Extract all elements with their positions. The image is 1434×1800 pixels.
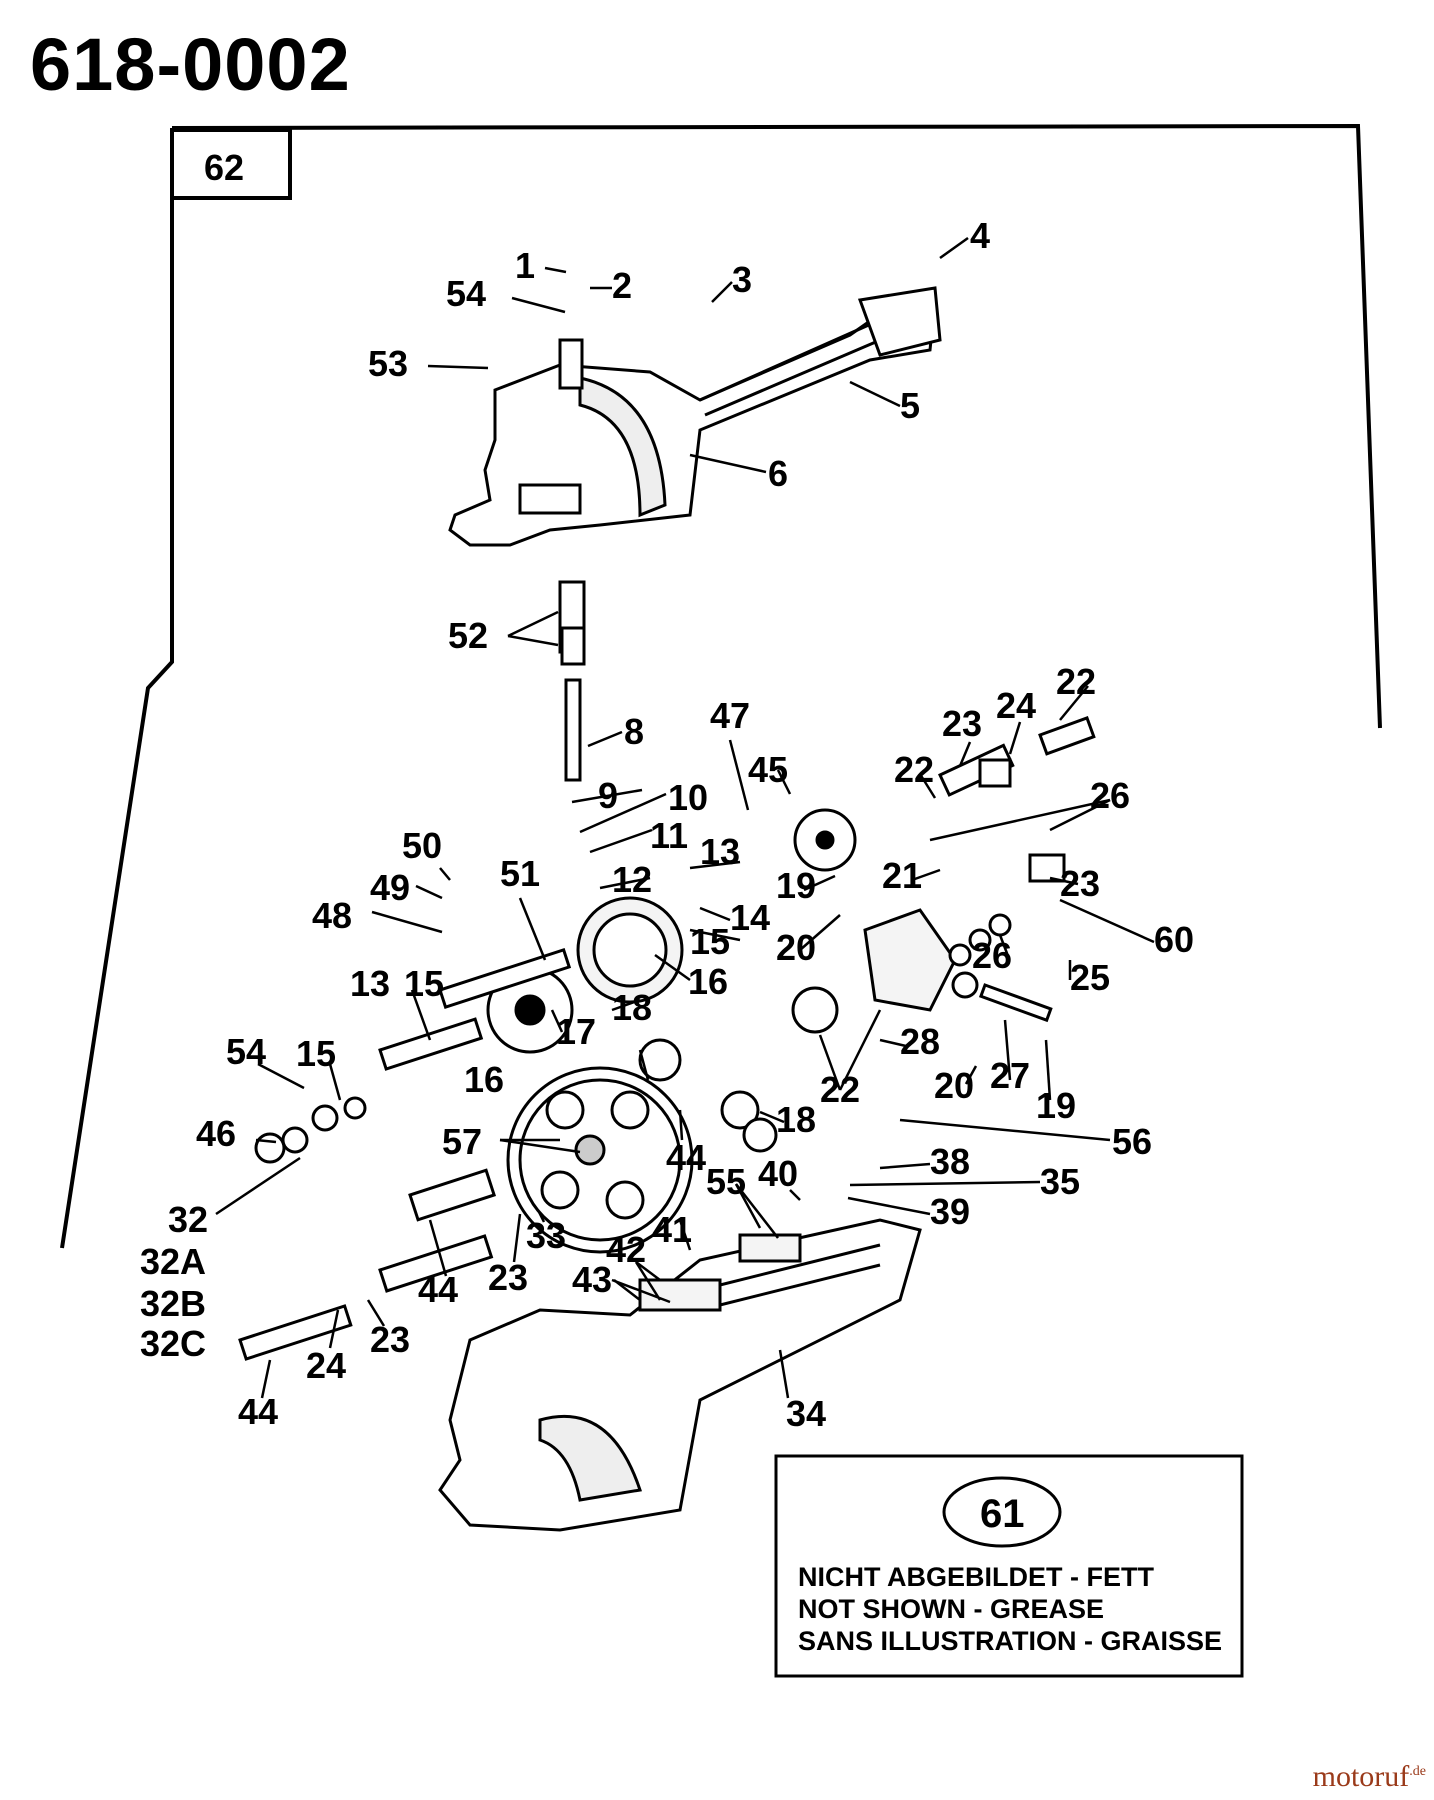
note-line-german: NICHT ABGEBILDET - FETT — [798, 1562, 1154, 1592]
callout-label: 8 — [624, 711, 644, 752]
callout-label: 3 — [732, 259, 752, 300]
site-logo-suffix: .de — [1409, 1764, 1426, 1779]
gear-train — [238, 580, 1096, 1361]
callout-label: 2 — [612, 265, 632, 306]
callout-label: 34 — [786, 1393, 826, 1434]
callout-label: 32A — [140, 1241, 206, 1282]
callout-label: 1 — [515, 245, 535, 286]
callout-label: 5 — [900, 385, 920, 426]
callout-label: 20 — [776, 927, 816, 968]
lower-housing — [438, 1218, 922, 1532]
callout-label: 23 — [942, 703, 982, 744]
callout-label: 44 — [238, 1391, 278, 1432]
site-logo: motoruf.de — [1313, 1760, 1426, 1794]
callout-label: 55 — [706, 1161, 746, 1202]
callout-label: 23 — [488, 1257, 528, 1298]
callout-label: 44 — [418, 1269, 458, 1310]
callout-label: 39 — [930, 1191, 970, 1232]
callout-label: 26 — [972, 935, 1012, 976]
callout-label: 18 — [776, 1099, 816, 1140]
callout-label: 11 — [650, 815, 688, 856]
callout-label: 26 — [1090, 775, 1130, 816]
leader-lines — [215, 236, 1155, 1399]
callout-label: 52 — [448, 615, 488, 656]
note-number: 61 — [980, 1492, 1025, 1536]
callout-label: 33 — [526, 1215, 566, 1256]
callout-label: 15 — [296, 1033, 336, 1074]
callout-label: 32C — [140, 1323, 206, 1364]
callout-label: 25 — [1070, 957, 1110, 998]
callout-label: 60 — [1154, 919, 1194, 960]
callout-label: 57 — [442, 1121, 482, 1162]
diagram-title: 618-0002 — [30, 23, 351, 106]
callout-label: 24 — [306, 1345, 346, 1386]
callout-label: 14 — [730, 897, 770, 938]
note-line-french: SANS ILLUSTRATION - GRAISSE — [798, 1626, 1222, 1656]
callout-label: 56 — [1112, 1121, 1152, 1162]
callout-label: 24 — [996, 685, 1036, 726]
callout-label: 46 — [196, 1113, 236, 1154]
note-line-english: NOT SHOWN - GREASE — [798, 1594, 1104, 1624]
callout-label: 16 — [688, 961, 728, 1002]
callout-label: 40 — [758, 1153, 798, 1194]
callout-label: 13 — [350, 963, 390, 1004]
group-label-box — [170, 128, 292, 200]
callout-label: 50 — [402, 825, 442, 866]
callout-label: 22 — [894, 749, 934, 790]
callout-label: 32B — [140, 1283, 206, 1324]
callout-label: 54 — [446, 273, 486, 314]
site-logo-text: motoruf — [1312, 1760, 1410, 1793]
callout-label: 41 — [652, 1209, 692, 1250]
callout-label: 4 — [970, 215, 990, 256]
callout-label: 38 — [930, 1141, 970, 1182]
callout-label: 45 — [748, 749, 788, 790]
group-frame — [60, 123, 1382, 1249]
callout-label: 53 — [368, 343, 408, 384]
callout-label: 10 — [668, 777, 708, 818]
callout-label: 20 — [934, 1065, 974, 1106]
callout-label: 6 — [768, 453, 788, 494]
callout-label: 16 — [464, 1059, 504, 1100]
callout-label: 44 — [666, 1137, 706, 1178]
upper-housing — [448, 286, 942, 547]
callout-label: 35 — [1040, 1161, 1080, 1202]
callout-label: 48 — [312, 895, 352, 936]
group-label: 62 — [204, 147, 244, 188]
callout-label: 15 — [690, 921, 730, 962]
note-number-oval — [942, 1476, 1062, 1548]
callout-label: 22 — [1056, 661, 1096, 702]
callout-label: 43 — [572, 1259, 612, 1300]
callout-label: 23 — [370, 1319, 410, 1360]
note-box: 61 NICHT ABGEBILDET - FETT NOT SHOWN - G… — [774, 1454, 1244, 1678]
callout-label: 19 — [1036, 1085, 1076, 1126]
callout-label: 51 — [500, 853, 540, 894]
callout-label: 49 — [370, 867, 410, 908]
callout-label: 28 — [900, 1021, 940, 1062]
callout-label: 47 — [710, 695, 750, 736]
callout-label: 32 — [168, 1199, 208, 1240]
callout-label: 21 — [882, 855, 922, 896]
callout-label: 19 — [776, 865, 816, 906]
callout-label: 15 — [404, 963, 444, 1004]
callout-label: 23 — [1060, 863, 1100, 904]
